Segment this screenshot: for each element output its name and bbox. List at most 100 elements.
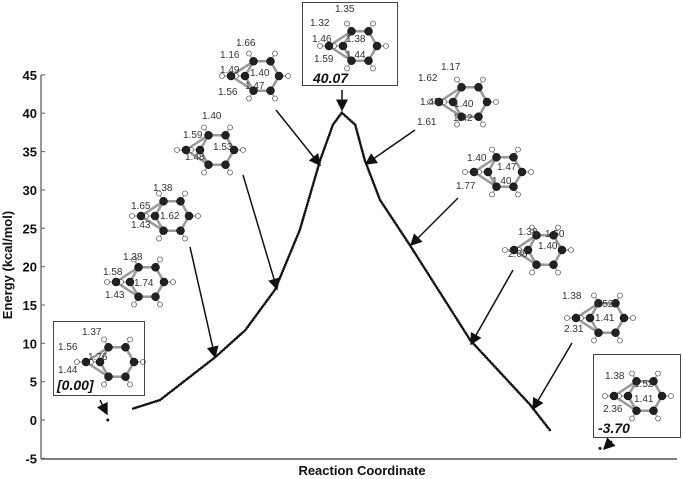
irc-point [317,162,321,166]
bond-label: 1.62 [160,211,180,222]
irc-point [409,245,413,249]
carbon-atom [549,260,558,269]
carbon-atom [226,71,236,81]
irc-point [356,131,359,135]
irc-point [296,232,300,236]
irc-point [367,169,371,172]
hydrogen-atom [555,224,561,231]
irc-point [448,307,452,310]
carbon-atom [457,83,466,92]
hydrogen-atom [129,213,135,219]
bond-label: 1.50 [545,229,565,240]
carbon-atom [474,112,483,121]
irc-point [295,236,298,240]
irc-point [299,224,303,227]
hydrogen-atom [182,190,188,197]
irc-point [372,181,375,185]
y-tick-label: 40 [23,106,37,121]
irc-point [289,249,293,252]
irc-point [225,345,229,348]
hydrogen-atom [489,146,495,153]
irc-point [425,269,428,273]
irc-point [431,279,434,282]
irc-point [373,183,376,187]
irc-point [290,247,294,250]
irc-point [454,316,458,320]
irc-point [364,160,367,164]
hydrogen-atom [630,315,636,321]
y-tick-label: 25 [23,221,37,236]
carbon-atom [649,406,658,415]
carbon-atom [81,357,91,367]
irc-point [325,140,329,143]
irc-point [277,280,280,283]
irc-point [441,296,445,299]
irc-point [375,190,379,193]
irc-point [289,251,292,254]
reactant-energy: [0.00] [57,377,94,393]
irc-point [369,173,372,176]
carbon-atom [274,71,284,81]
irc-point [362,156,366,160]
bond-label: 1.38 [562,291,582,302]
irc-point [352,121,355,125]
y-axis-label: Energy (kcal/mol) [0,211,15,319]
irc-point [463,329,466,333]
irc-point [437,288,440,292]
bond-label: 1.41 [634,394,654,405]
irc-point [343,114,347,117]
annotation-arrow [470,269,514,346]
bond-label: 2.36 [603,404,623,415]
hydrogen-atom [591,337,597,344]
irc-point [311,184,315,187]
irc-point [282,267,285,271]
irc-point [227,343,230,347]
hydrogen-atom [240,147,246,153]
irc-point [307,198,310,202]
irc-point [284,263,287,267]
irc-point [218,351,222,354]
hydrogen-atom [462,169,468,175]
irc-point [466,335,470,338]
irc-point [368,171,371,174]
carbon-atom [104,372,113,381]
irc-point [450,309,453,312]
irc-point [222,348,225,351]
irc-point [373,185,377,189]
hydrogen-atom [156,190,162,197]
ts-box [302,2,398,86]
irc-point [297,230,301,234]
irc-point [360,146,363,149]
irc-point [278,277,281,281]
irc-points [106,111,602,450]
irc-point [303,211,307,215]
bond-label: 1.46 [312,34,332,45]
irc-point [435,286,439,290]
y-tick-label: 30 [23,183,37,198]
irc-point [370,177,374,181]
y-tick-label: 5 [30,375,37,390]
y-tick-label: 10 [23,336,37,351]
carbon-atom [594,299,603,308]
irc-point [154,400,158,403]
hydrogen-atom [182,235,188,242]
hydrogen-atom [591,292,597,299]
carbon-atom [221,160,230,169]
irc-point [434,284,438,288]
irc-point [355,129,359,133]
hydrogen-atom [602,393,608,399]
bond-label: 2.08 [508,249,528,260]
irc-point [220,349,224,353]
irc-point [467,337,471,340]
irc-point [366,167,370,170]
irc-point [374,188,378,191]
carbon-atom [434,97,444,107]
hydrogen-atom [344,20,350,27]
carbon-atom [448,97,458,107]
bond-label: 1.59 [183,130,203,141]
carbon-atom [632,406,641,415]
carbon-atom [649,377,658,386]
bond-label: 1.40 [202,111,222,122]
y-tick-label: 20 [23,260,37,275]
irc-point [299,226,302,229]
